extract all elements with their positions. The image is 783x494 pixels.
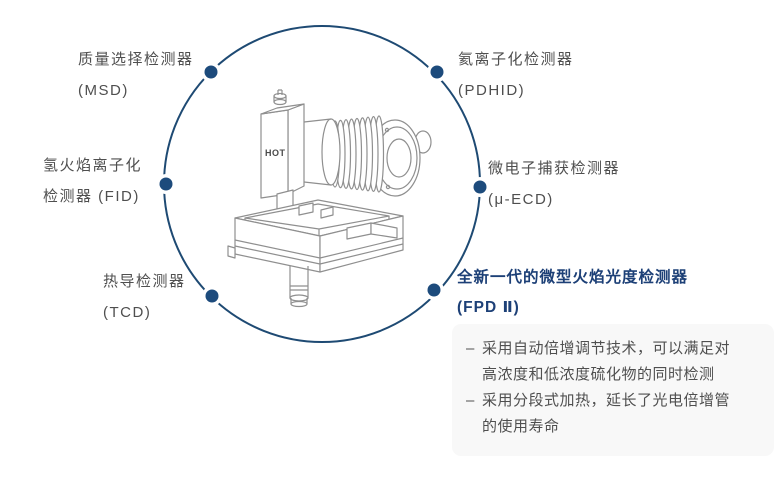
detector-name: 质量选择检测器 [78, 51, 194, 68]
detector-name: 热导检测器 [103, 273, 186, 290]
detector-label-msd: 质量选择检测器 (MSD) [78, 44, 194, 106]
detector-name: 微电子捕获检测器 [488, 160, 621, 177]
bullet-item: – 采用自动倍增调节技术，可以满足对高浓度和低浓度硫化物的同时检测 [466, 336, 754, 388]
hot-label: HOT [265, 148, 286, 158]
bullet-text: 采用分段式加热，延长了光电倍增管的使用寿命 [482, 392, 731, 435]
ring-dot [470, 177, 490, 197]
ring-dots [156, 62, 490, 306]
detector-abbr: (MSD) [78, 82, 129, 99]
bullet-text: 采用自动倍增调节技术，可以满足对高浓度和低浓度硫化物的同时检测 [482, 340, 731, 383]
ring-dot [201, 62, 221, 82]
detector-label-fid: 氢火焰离子化 检测器 (FID) [43, 150, 142, 212]
detector-label-uecd: 微电子捕获检测器 (μ-ECD) [488, 153, 620, 215]
bullet-dash: – [466, 340, 475, 357]
detector-label-tcd: 热导检测器 (TCD) [103, 266, 186, 328]
fpd-device-drawing: HOT [227, 89, 432, 308]
ring-dot [202, 286, 222, 306]
featured-title: 全新一代的微型火焰光度检测器 (FPD Ⅱ) [457, 263, 688, 323]
bullet-item: – 采用分段式加热，延长了光电倍增管的使用寿命 [466, 388, 754, 440]
detector-name: 氢火焰离子化 [43, 157, 143, 174]
detector-name: 氦离子化检测器 [458, 51, 574, 68]
ring-dot [156, 174, 176, 194]
featured-bullets: – 采用自动倍增调节技术，可以满足对高浓度和低浓度硫化物的同时检测 – 采用分段… [466, 336, 754, 440]
bullet-dash: – [466, 392, 475, 409]
ring-dot [424, 280, 444, 300]
detector-abbr: (TCD) [103, 304, 152, 321]
featured-panel [452, 324, 774, 456]
detector-label-pdhid: 氦离子化检测器 (PDHID) [458, 44, 574, 106]
detector-abbr: 检测器 (FID) [43, 188, 140, 205]
ring-dot [427, 62, 447, 82]
featured-title-line1: 全新一代的微型火焰光度检测器 [457, 269, 689, 286]
featured-title-line2: (FPD Ⅱ) [457, 299, 520, 316]
detector-abbr: (PDHID) [458, 82, 526, 99]
detector-abbr: (μ-ECD) [488, 191, 554, 208]
